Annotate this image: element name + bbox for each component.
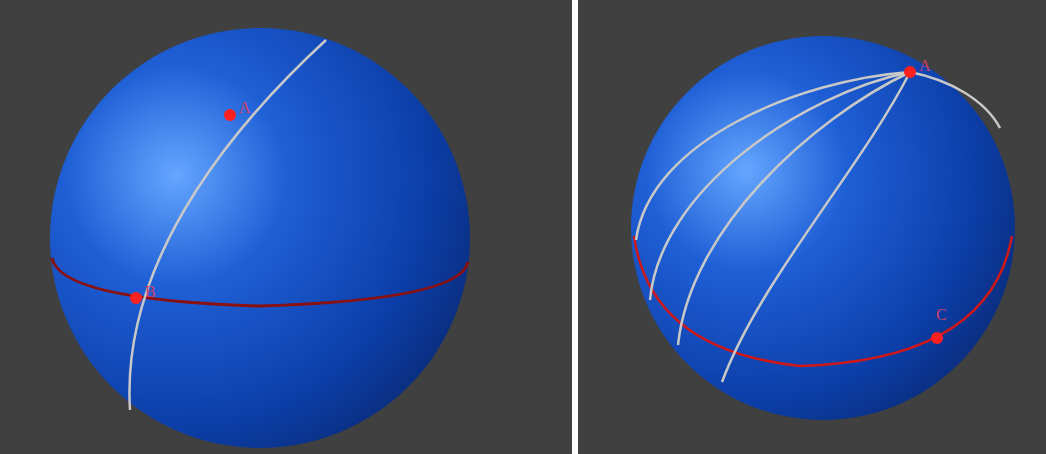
point — [931, 332, 943, 344]
point-label: B — [145, 284, 156, 300]
point — [130, 292, 142, 304]
sphere — [50, 28, 470, 448]
point-label: A — [239, 100, 251, 116]
point — [904, 66, 916, 78]
point — [224, 109, 236, 121]
point-label: C — [936, 307, 947, 323]
panel-ground — [0, 0, 572, 454]
great-circle — [129, 40, 326, 410]
sphere — [631, 36, 1015, 420]
panel-ground — [578, 0, 1046, 454]
equator — [634, 236, 1012, 366]
great-circles — [636, 72, 1000, 382]
point-label: A — [919, 58, 931, 74]
equator — [52, 258, 468, 306]
